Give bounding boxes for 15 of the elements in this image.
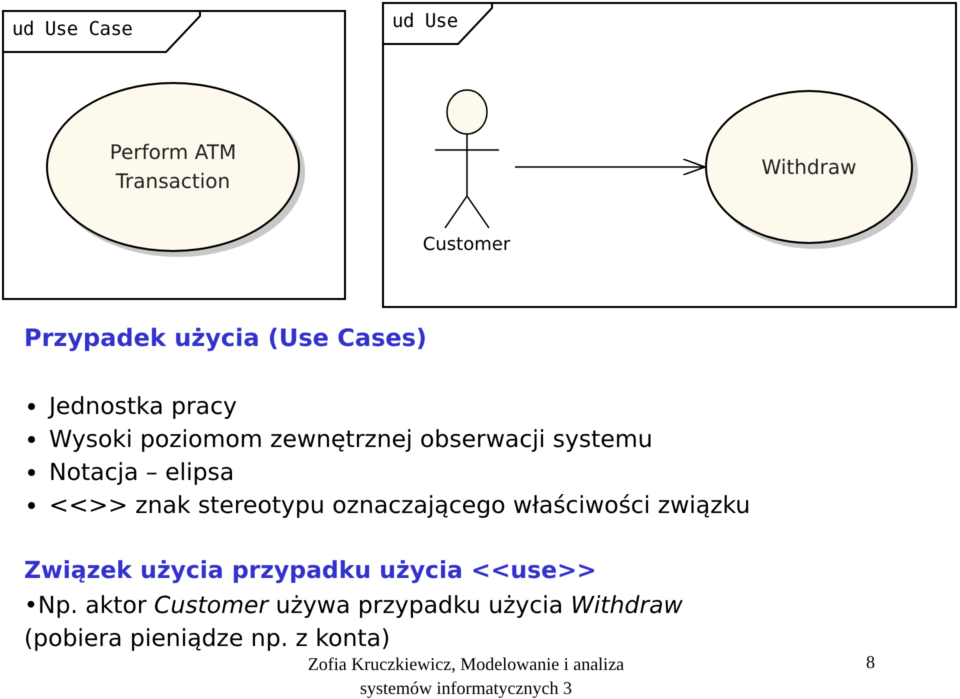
bullet-text: Wysoki poziomom zewnętrznej obserwacji systemu xyxy=(49,425,653,453)
diagram-frame xyxy=(2,10,346,300)
bullet-text: Jednostka pracy xyxy=(49,392,237,420)
frame-heading: ud Use xyxy=(392,10,458,32)
actor-name: Customer xyxy=(422,234,510,255)
bullet-text: Notacja – elipsa xyxy=(49,458,234,486)
frame-heading: ud Use Case xyxy=(12,18,132,40)
paragraph: •Np. aktor Customer używa przypadku użycia Withdraw (pobiera pieniądze np. z konta) xyxy=(24,590,684,654)
subheading: Związek użycia przypadku użycia <<use>> xyxy=(24,556,596,584)
diagram-frame xyxy=(382,2,957,308)
bullet-text: <<>> znak stereotypu oznaczającego właściwości związku xyxy=(49,491,750,519)
slide-title: Przypadek użycia (Use Cases) xyxy=(24,324,427,352)
association-arrow xyxy=(515,158,706,176)
footer-text: Zofia Kruczkiewicz, Modelowanie i analiza systemów informatycznych 3 xyxy=(306,653,626,699)
page-number: 8 xyxy=(866,652,875,673)
